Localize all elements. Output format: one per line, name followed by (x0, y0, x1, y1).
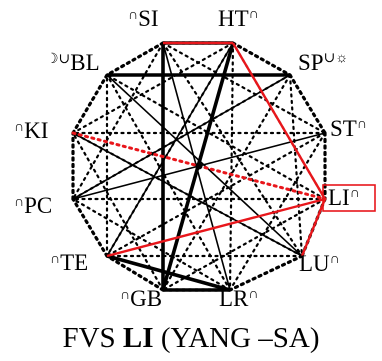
red-edge-ht-li (231, 42, 327, 200)
node-label-li: LI∩ (328, 185, 360, 210)
labels-layer: ∩SI HT∩ SP∪☼ ST∩ LI∩ LU∩ LR∩ ∩GB ∩TE ∩PC ∩KI ☽∪BL (14, 6, 376, 311)
dotted-edge-li-bl (105, 73, 327, 201)
node-label-st: ST∩ (330, 116, 367, 141)
node-label-lu: LU∩ (299, 251, 340, 276)
dotted-edge-lr-bl (105, 73, 232, 292)
node-label-sp: SP∪☼ (298, 50, 348, 75)
node-label-pc: ∩PC (14, 193, 52, 218)
edge-sp-pc (72, 74, 291, 200)
node-label-gb: ∩GB (120, 286, 162, 311)
dotted-edge-ht-ki (71, 41, 235, 135)
dotted-edge-ki-bl (71, 73, 109, 135)
dotted-edge-sp-st (288, 73, 327, 135)
node-label-ki: ∩KI (14, 118, 48, 143)
dotted-edge-gb-te (105, 254, 165, 292)
center-dot (195, 162, 203, 170)
dotted-edge-te-pc (71, 197, 109, 258)
bold-edge-te-lr (106, 254, 231, 292)
caption-bold: LI (122, 322, 154, 354)
dotted-edge-sp-lu (288, 73, 304, 258)
dotted-edge-ht-sp (231, 41, 292, 77)
dotted-edge-st-te (105, 131, 327, 258)
highlight-box (322, 184, 376, 212)
node-label-te: ∩TE (50, 250, 88, 275)
dotted-edge-si-bl (105, 41, 165, 77)
edges-layer (71, 41, 327, 292)
edge-ht-te (106, 42, 234, 257)
edge-bl-lu (106, 74, 303, 257)
red-edge-li-lu (300, 198, 327, 257)
node-label-bl: ☽∪BL (46, 50, 100, 75)
red-edge-te-li (106, 197, 326, 258)
dotted-edge-ht-lr (228, 41, 235, 292)
dotted-edge-li-gb (161, 197, 327, 292)
caption-suffix: (YANG –SA) (160, 322, 320, 354)
dotted-edge-sp-gb (161, 73, 292, 292)
node-label-ht: HT∩ (218, 6, 259, 31)
dotted-edge-gb-ki (71, 131, 165, 292)
edge-ki-lu (72, 132, 303, 257)
caption-prefix: FVS (62, 322, 116, 354)
node-label-lr: LR∩ (219, 286, 259, 311)
dotted-edge-lu-lr (228, 254, 304, 292)
node-label-si: ∩SI (128, 6, 159, 31)
dotted-edge-si-st (161, 41, 327, 135)
diagram-caption: FVS LI (YANG –SA) (0, 322, 382, 355)
dotted-edge-si-pc (71, 41, 165, 201)
